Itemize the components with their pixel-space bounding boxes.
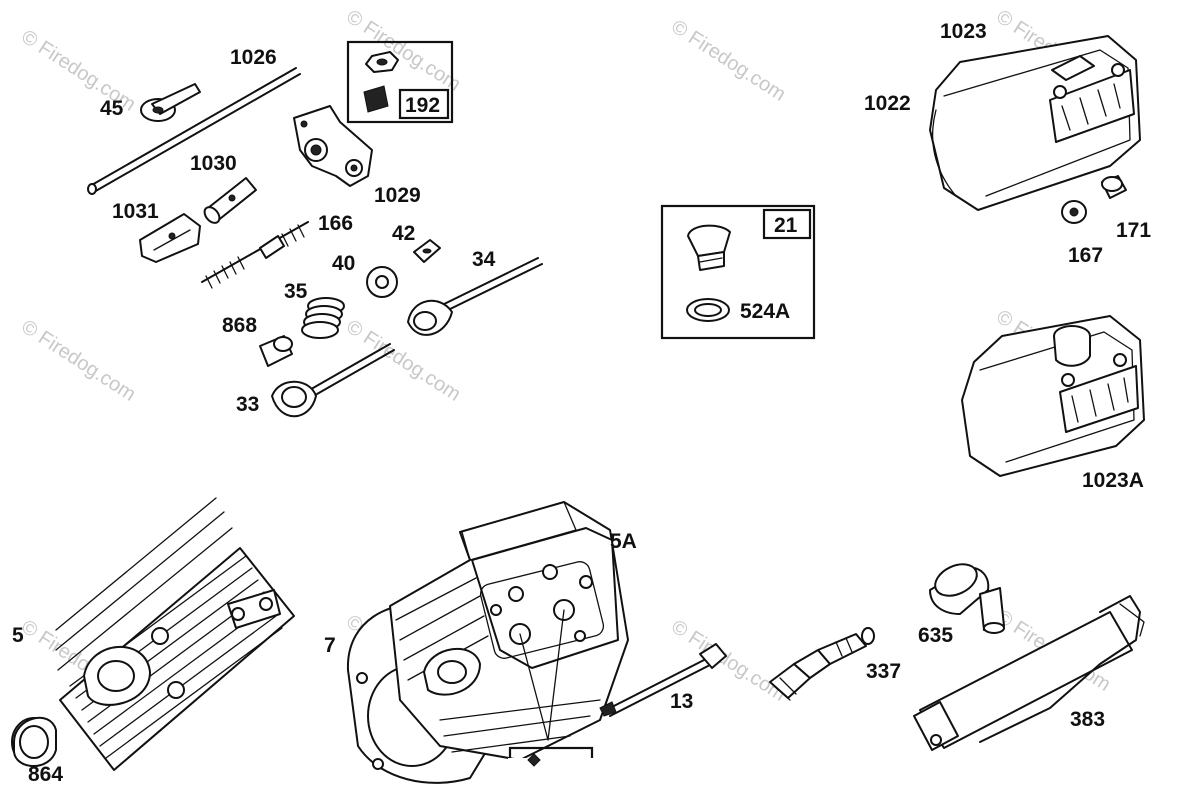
washer-part [366,266,398,298]
watermark: © Firedog.com [17,316,139,406]
part-labels: 1026 45 192 1030 1029 1031 166 42 40 34 … [12,20,1151,786]
part-number-337: 337 [866,660,901,683]
breather-tube-part [913,595,1145,751]
part-number-192: 192 [405,94,440,117]
part-number-45: 45 [100,97,124,120]
part-number-5: 5 [12,624,24,647]
screw-part [1101,175,1127,199]
part-number-1030: 1030 [190,152,237,175]
part-number-7: 7 [324,634,336,657]
rocker-cover-alt-part [961,315,1145,477]
part-number-1029: 1029 [374,184,421,207]
watermark: © Firedog.com [667,16,789,106]
part-number-13: 13 [670,690,693,713]
rocker-cover-part [929,35,1141,211]
part-number-42: 42 [392,222,415,245]
part-number-1031: 1031 [112,200,159,223]
part-number-1023: 1023 [940,20,987,43]
push-rod-part [87,67,301,195]
part-number-524A: 524A [740,300,790,323]
part-number-1022: 1022 [864,92,911,115]
head-bolt-part [599,643,727,717]
watermark: © Firedog.com [342,6,464,96]
nut-part [1061,200,1087,224]
valve-seal-part [259,335,293,367]
cylinder-head-part [389,501,629,761]
part-number-166: 166 [318,212,353,235]
kit-971-box: 971 [508,746,596,808]
part-number-383: 383 [1070,708,1105,731]
rocker-stud-part [201,221,309,289]
rocker-bracket-part [293,105,373,187]
finned-cylinder-head-part [55,497,295,771]
pin-part [203,177,257,224]
part-number-635: 635 [918,624,953,647]
part-number-5A: 5A [610,530,637,553]
kit-21-box [660,204,816,340]
part-number-1023A: 1023A [1082,469,1144,492]
tappet-part [140,83,201,122]
part-number-1026: 1026 [230,46,277,69]
part-number-35: 35 [284,280,308,303]
part-number-33: 33 [236,393,259,416]
intake-valve-part [271,343,395,418]
part-number-167: 167 [1068,244,1103,267]
spark-plug-part [769,627,875,701]
part-number-171: 171 [1116,219,1151,242]
part-number-21: 21 [774,214,798,237]
spark-plug-boot-part [929,563,1005,634]
part-number-34: 34 [472,248,496,271]
part-number-868: 868 [222,314,257,337]
valve-spring-part [301,297,345,339]
retainer-part [413,239,441,263]
part-number-864: 864 [28,763,63,786]
exhaust-valve-part [407,257,543,336]
adapter-ring-part [11,716,57,767]
rocker-part [139,213,201,263]
kit-192-box [346,40,454,124]
part-number-40: 40 [332,252,355,275]
